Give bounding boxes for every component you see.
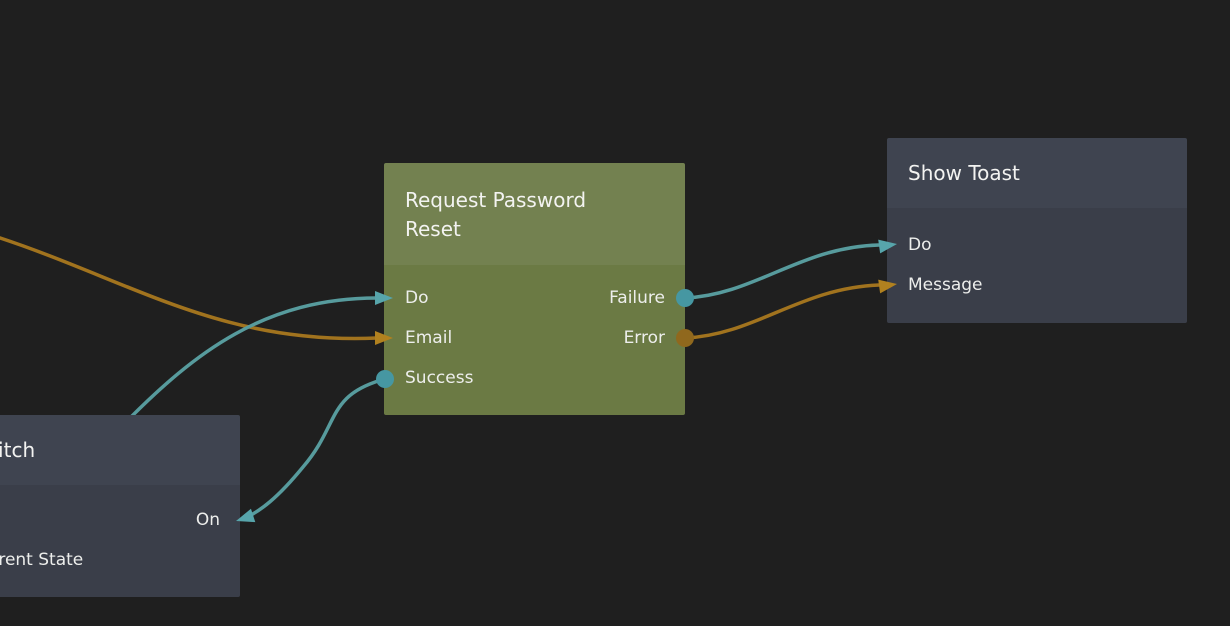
toast-message-input-arrow-icon[interactable]	[878, 277, 898, 294]
port-row[interactable]: On	[0, 500, 240, 540]
port-row[interactable]: Current State	[0, 540, 240, 580]
port-row[interactable]: Do Failure	[384, 278, 685, 318]
wire-to-email-input[interactable]	[0, 236, 379, 341]
wire-to-do-input[interactable]	[122, 296, 379, 426]
node-header[interactable]: Show Toast	[887, 138, 1187, 208]
node-title: Request Password Reset	[405, 188, 587, 241]
node-body: Do Message	[887, 208, 1187, 323]
port-on-input[interactable]: On	[195, 510, 220, 530]
toast-do-input-arrow-icon[interactable]	[878, 237, 898, 254]
node-body: Do Failure Email Error Success	[384, 265, 685, 415]
error-output-dot-icon[interactable]	[676, 329, 694, 347]
port-do-input[interactable]: Do	[405, 288, 429, 308]
node-title: Switch	[0, 437, 36, 462]
node-switch[interactable]: Switch On Current State	[0, 415, 240, 597]
port-row[interactable]: Message	[887, 265, 1187, 305]
do-input-arrow-icon[interactable]	[375, 291, 393, 305]
port-row[interactable]: Success	[384, 358, 685, 398]
email-input-arrow-icon[interactable]	[375, 331, 393, 345]
port-success-output[interactable]: Success	[405, 368, 474, 388]
failure-output-dot-icon[interactable]	[676, 289, 694, 307]
port-current-state-input[interactable]: Current State	[0, 550, 84, 570]
port-message-input[interactable]: Message	[908, 275, 983, 295]
wire-error-to-toast-message[interactable]	[683, 283, 881, 340]
port-email-input[interactable]: Email	[405, 328, 453, 348]
success-output-dot-icon[interactable]	[376, 370, 394, 388]
port-failure-output[interactable]: Failure	[609, 288, 665, 308]
port-row[interactable]: Email Error	[384, 318, 685, 358]
node-request-password-reset[interactable]: Request Password Reset Do Failure Email …	[384, 163, 685, 415]
node-body: On Current State	[0, 485, 240, 597]
node-header[interactable]: Switch	[0, 415, 240, 485]
port-error-output[interactable]: Error	[623, 328, 665, 348]
switch-on-input-arrow-icon[interactable]	[234, 508, 256, 528]
wire-failure-to-toast-do[interactable]	[683, 243, 881, 300]
wire-success-to-on[interactable]	[249, 377, 387, 517]
node-header[interactable]: Request Password Reset	[384, 163, 685, 265]
port-do-input[interactable]: Do	[908, 235, 932, 255]
node-show-toast[interactable]: Show Toast Do Message	[887, 138, 1187, 323]
node-title: Show Toast	[908, 160, 1020, 185]
port-row[interactable]: Do	[887, 225, 1187, 265]
